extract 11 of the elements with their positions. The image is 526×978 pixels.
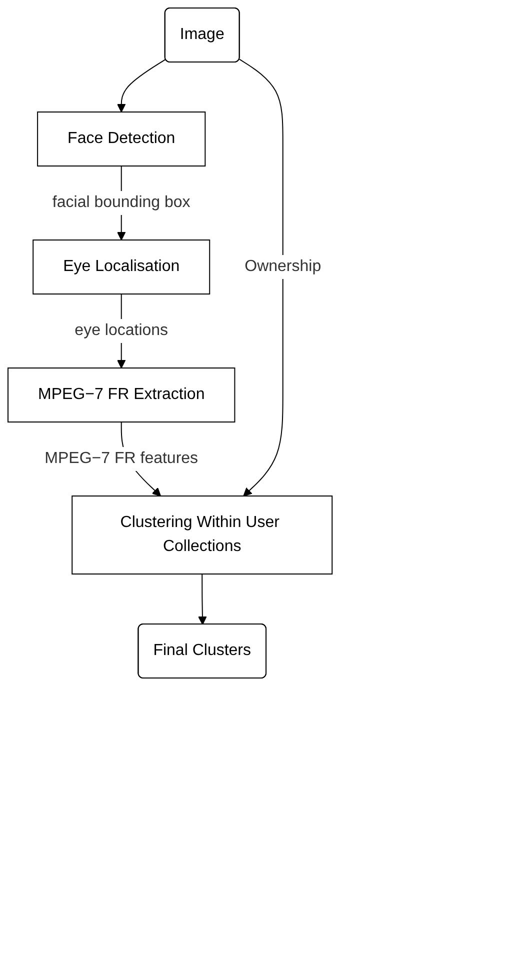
node-box: Eye Localisation: [32, 240, 210, 294]
edge-label: eye locations: [74, 322, 168, 339]
edge-label: facial bounding box: [52, 194, 190, 211]
arrow: [198, 574, 207, 625]
arrow: [239, 58, 284, 496]
node-box: MPEG−7 FR Extraction: [8, 368, 236, 422]
edge-label: MPEG−7 FR features: [44, 450, 198, 467]
arrow: [116, 58, 166, 112]
node-box: Face Detection: [37, 112, 206, 166]
node-box: Clustering Within User Collections: [72, 496, 333, 574]
edge-label: Ownership: [244, 258, 322, 275]
